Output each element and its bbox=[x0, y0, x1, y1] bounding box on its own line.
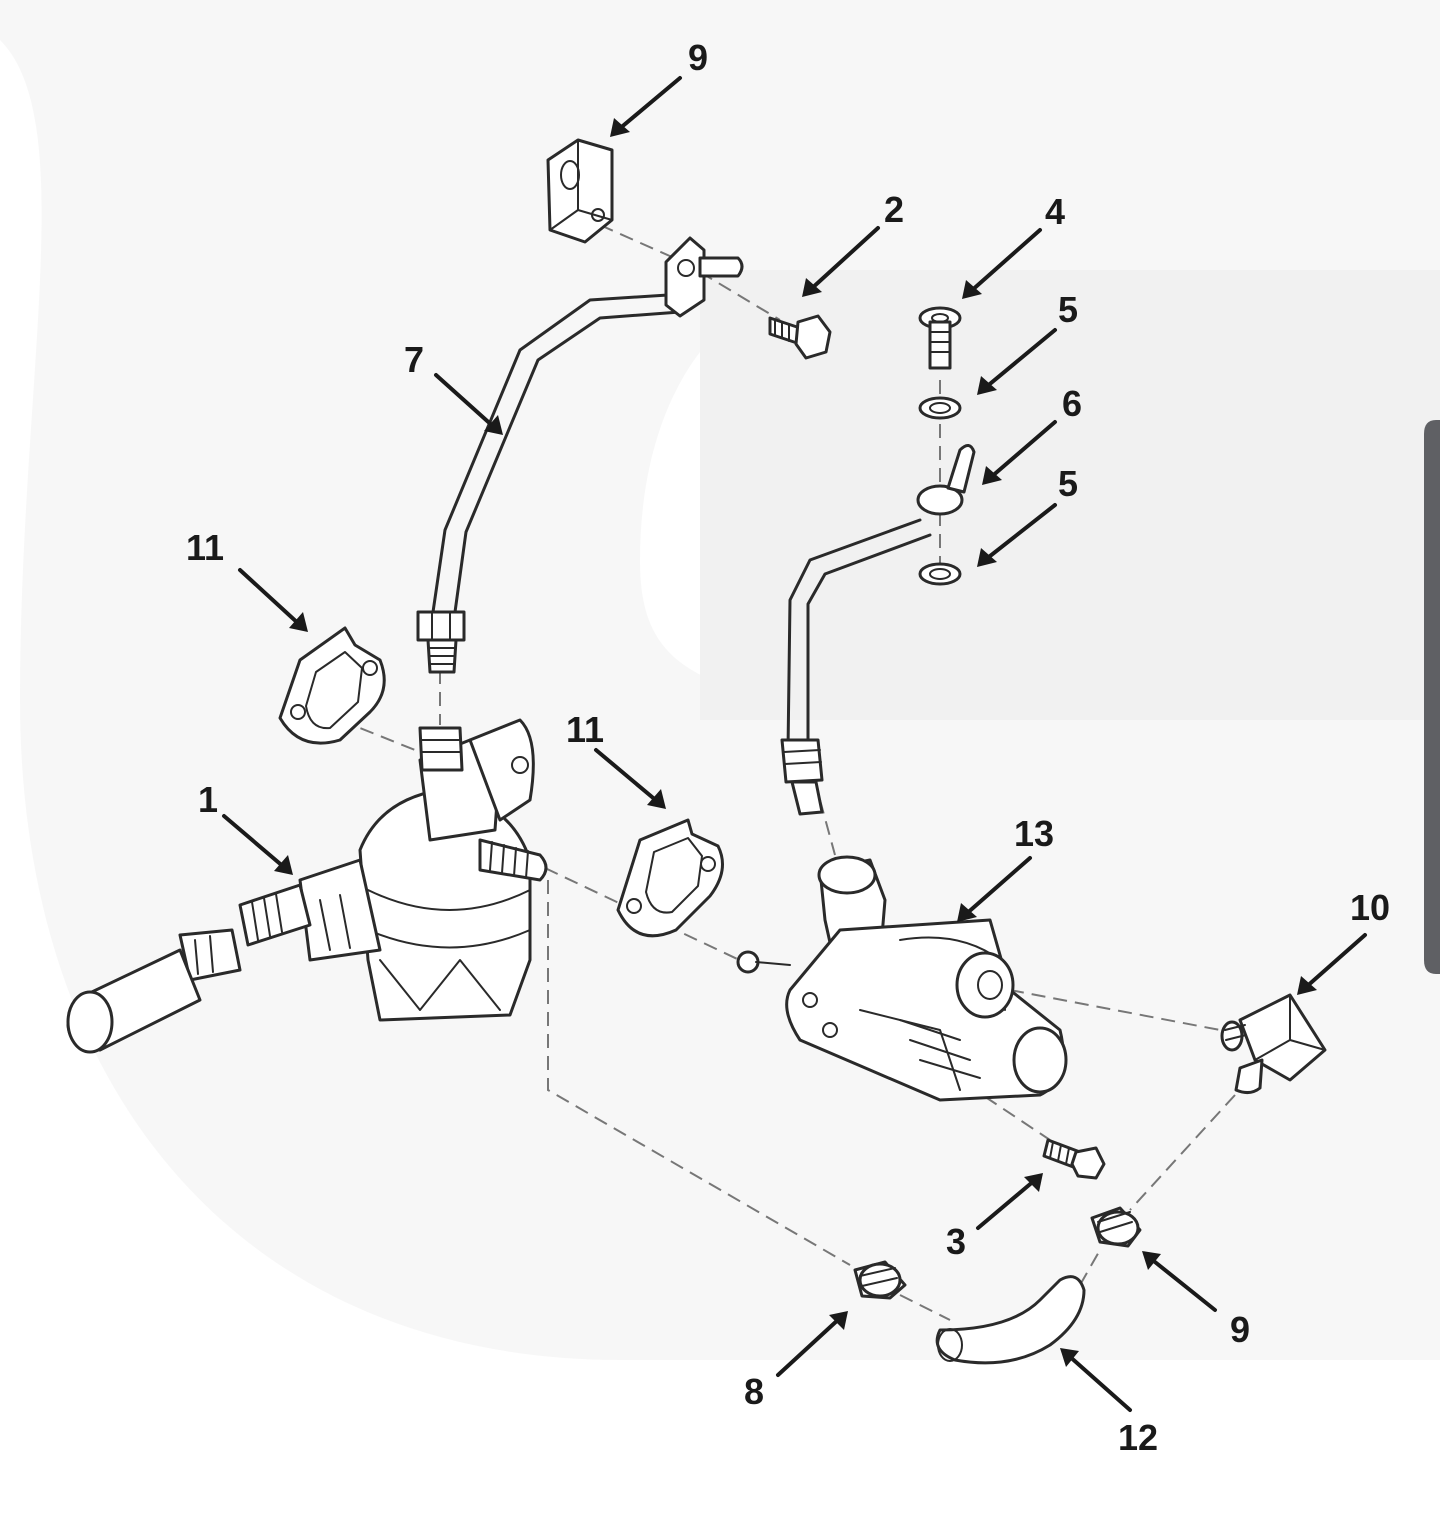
part-lift-pump bbox=[736, 855, 1068, 1102]
callout-4: 4 bbox=[1045, 191, 1065, 232]
callout-8: 9 bbox=[688, 37, 708, 78]
callout-9-left: 8 bbox=[744, 1371, 764, 1412]
callout-12: 12 bbox=[1118, 1417, 1158, 1458]
part-drain-tube bbox=[780, 444, 976, 816]
part-banjo-bolt bbox=[918, 306, 962, 370]
part-supply-tube bbox=[416, 236, 744, 674]
part-bracket bbox=[546, 138, 614, 244]
callout-arrows bbox=[222, 76, 1367, 1412]
callout-6: 6 bbox=[1062, 383, 1082, 424]
part-bolt-2 bbox=[768, 314, 832, 360]
callout-5-lower: 5 bbox=[1058, 463, 1078, 504]
callout-7: 7 bbox=[404, 339, 424, 380]
part-bolt-3 bbox=[1042, 1138, 1106, 1180]
part-gasket-left bbox=[278, 626, 386, 745]
part-washer-lower bbox=[918, 562, 962, 586]
callout-labels: 9 2 4 5 6 5 7 11 1 11 13 10 3 8 9 12 bbox=[186, 37, 1390, 1458]
part-clamp-left bbox=[853, 1260, 907, 1300]
callout-2: 2 bbox=[884, 189, 904, 230]
callout-5-upper: 5 bbox=[1058, 289, 1078, 330]
callout-13: 13 bbox=[1014, 813, 1054, 854]
callout-11-left: 11 bbox=[186, 527, 224, 568]
part-clamp-right bbox=[1090, 1206, 1142, 1248]
assembly-guide-lines bbox=[339, 224, 1236, 1321]
part-elbow-fitting bbox=[1220, 993, 1327, 1095]
part-washer-upper bbox=[918, 396, 962, 420]
callout-11-right: 11 bbox=[566, 709, 604, 750]
callout-10: 10 bbox=[1350, 887, 1390, 928]
watermark-logo bbox=[700, 270, 1440, 720]
callout-3: 3 bbox=[946, 1221, 966, 1262]
callout-1: 1 bbox=[198, 779, 218, 820]
callout-9-right: 9 bbox=[1230, 1309, 1250, 1350]
side-panel-tab[interactable] bbox=[1424, 420, 1440, 974]
part-filter-head bbox=[66, 718, 548, 1054]
